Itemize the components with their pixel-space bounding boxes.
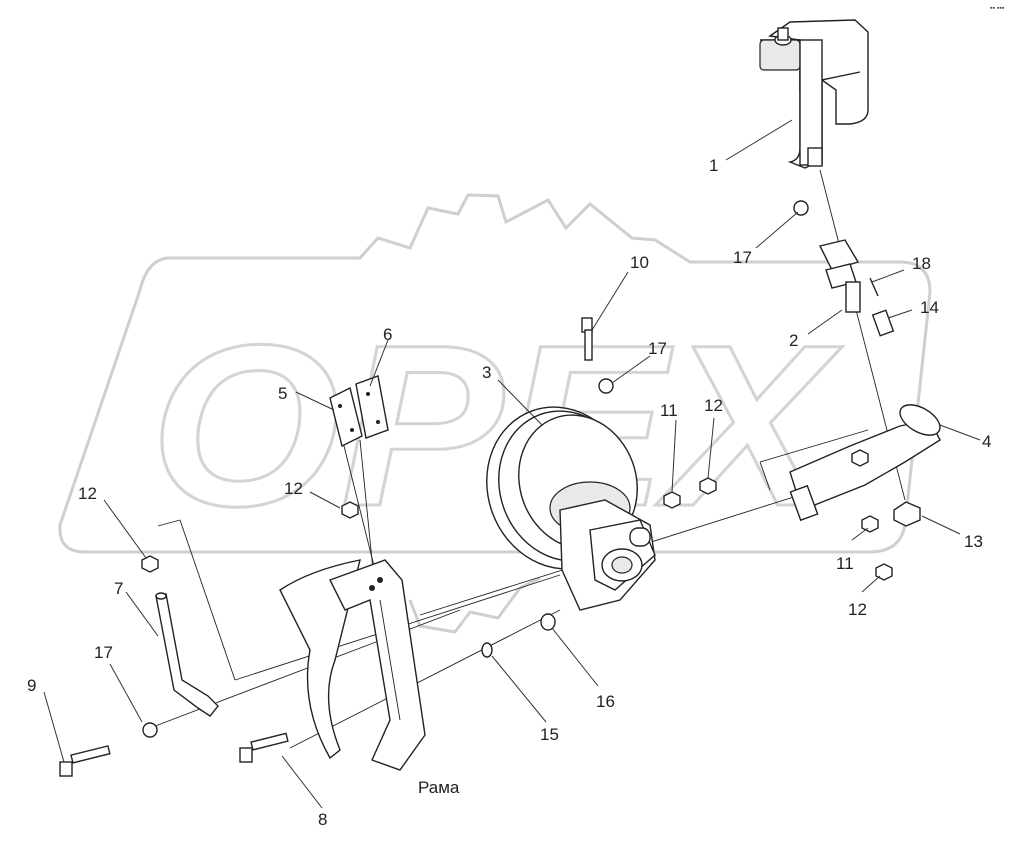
callout-17-top: 17 [733, 248, 752, 267]
bolt-part-8 [239, 732, 289, 763]
nuts-right [861, 501, 921, 581]
bolt-part-10 [581, 317, 593, 361]
callout-3: 3 [482, 363, 491, 382]
washer-part-17-top [793, 200, 809, 216]
callout-12-mid: 12 [284, 479, 303, 498]
callout-17-mid: 17 [648, 339, 667, 358]
callout-7: 7 [114, 579, 123, 598]
callout-5: 5 [278, 384, 287, 403]
callout-1: 1 [709, 156, 718, 175]
callout-10: 10 [630, 253, 649, 272]
nut-part-12-left [341, 501, 359, 519]
callout-8: 8 [318, 810, 327, 829]
leader-lines [43, 119, 981, 809]
watermark-logo: ОРЕХ [58, 193, 932, 634]
callout-12-center: 12 [704, 396, 723, 415]
bracket-part-2 [818, 239, 895, 337]
callout-15: 15 [540, 725, 559, 744]
plates-part-5-6 [329, 375, 389, 448]
callout-16: 16 [596, 692, 615, 711]
callout-17-left: 17 [94, 643, 113, 662]
l-rod-part-7 [155, 592, 219, 717]
lever-arm-part-4 [789, 404, 941, 522]
callout-12-left: 12 [78, 484, 97, 503]
corner-mark: ▪▪ ▪▪▪ [990, 5, 1005, 12]
callout-2: 2 [789, 331, 798, 350]
callout-6: 6 [383, 325, 392, 344]
washer-part-17-mid [598, 378, 614, 394]
ring-part-15 [481, 642, 493, 658]
callout-11-center: 11 [660, 401, 678, 420]
callout-11-right: 11 [836, 554, 854, 573]
actuator-part-1 [759, 19, 869, 169]
callout-18: 18 [912, 254, 931, 273]
callout-14: 14 [920, 298, 939, 317]
pulley-gearbox-part-3 [486, 406, 656, 611]
callout-labels: 1 17 18 14 2 10 17 3 11 12 4 13 11 12 5 … [27, 156, 991, 829]
callout-9: 9 [27, 676, 36, 695]
frame-label: Рама [418, 778, 460, 797]
frame-bracket [279, 559, 426, 771]
nut-part-12-far-left [141, 555, 159, 573]
callout-4: 4 [982, 432, 991, 451]
washer-part-17-left [142, 722, 158, 738]
bolt-part-9 [59, 745, 111, 777]
callout-12-right: 12 [848, 600, 867, 619]
callout-13: 13 [964, 532, 983, 551]
washer-part-16 [540, 613, 556, 631]
